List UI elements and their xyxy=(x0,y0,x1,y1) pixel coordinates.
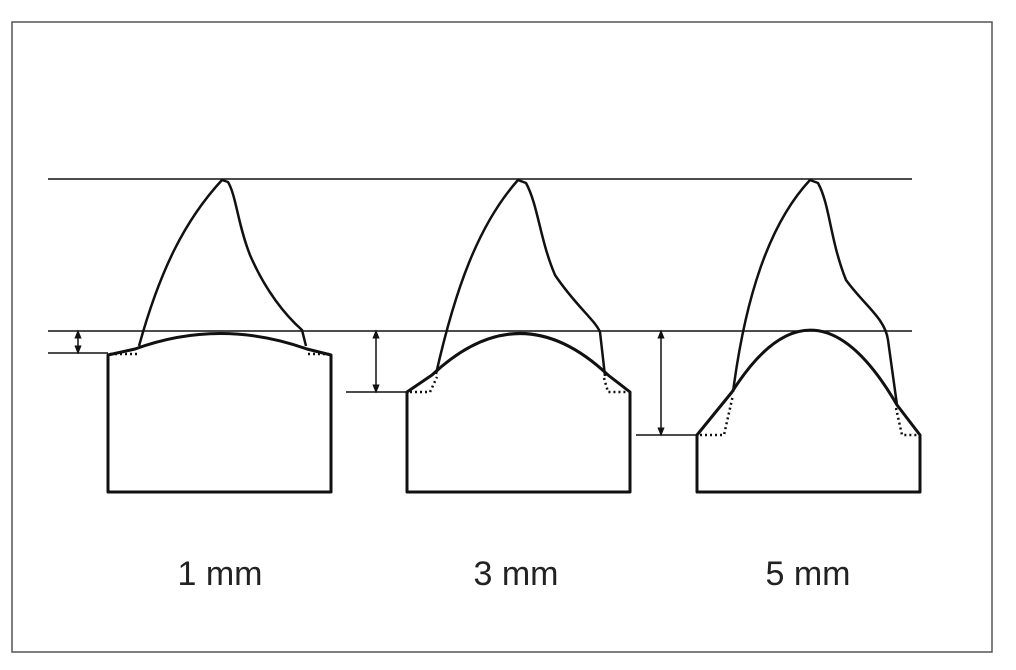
caption-1mm: 1 mm xyxy=(178,555,263,593)
figure-frame xyxy=(11,21,993,653)
tooth-outline-5mm xyxy=(731,178,899,406)
dotted-margin-left-5mm xyxy=(700,394,735,437)
tooth-outline-3mm xyxy=(434,178,607,377)
dotted-margin-right-5mm xyxy=(894,407,918,437)
caption-5mm: 5 mm xyxy=(766,555,851,593)
tooth-outline-1mm xyxy=(137,178,308,347)
panel-3mm xyxy=(346,178,632,494)
dotted-margin-left-3mm xyxy=(410,376,439,394)
caption-3mm: 3 mm xyxy=(474,555,559,593)
bone-block-1mm xyxy=(106,332,333,494)
bone-block-3mm xyxy=(405,332,632,494)
bone-block-5mm xyxy=(695,328,922,494)
panel-1mm xyxy=(48,178,333,494)
panel-5mm xyxy=(636,178,922,494)
